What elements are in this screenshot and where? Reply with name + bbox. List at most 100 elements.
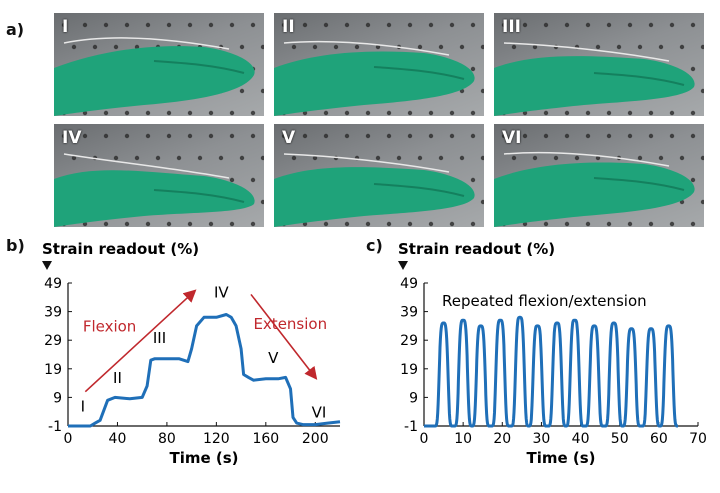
table-hole	[679, 44, 685, 50]
table-hole	[585, 221, 591, 227]
chart-c-xtick-label: 50	[611, 431, 629, 447]
table-hole	[82, 221, 88, 227]
table-hole	[218, 155, 224, 161]
chart-b-ytick-label: 9	[53, 390, 62, 406]
table-hole	[564, 133, 570, 139]
table-hole	[260, 88, 264, 94]
stage-label-IV: IV	[214, 283, 229, 301]
table-hole	[229, 133, 235, 139]
table-hole	[229, 221, 235, 227]
table-hole	[145, 110, 151, 116]
chart-b-xlabel: Time (s)	[169, 449, 238, 467]
table-hole	[124, 133, 130, 139]
strain-series-line	[422, 315, 680, 428]
table-hole	[208, 22, 214, 28]
panel-c-letter: c)	[366, 236, 383, 255]
table-hole	[627, 221, 633, 227]
glove-hand	[274, 51, 475, 116]
chart-c-xtick-label: 40	[572, 431, 590, 447]
table-hole	[700, 155, 704, 161]
table-hole	[250, 22, 256, 28]
table-hole	[690, 177, 696, 183]
glove-hand	[54, 46, 255, 116]
table-hole	[145, 22, 151, 28]
chart-c-xlabel: Time (s)	[526, 449, 595, 467]
glove-hand	[494, 56, 695, 116]
hand-photo-3: III	[494, 13, 704, 116]
fiber-sensor	[503, 42, 670, 62]
table-hole	[71, 44, 77, 50]
finger-crease	[373, 66, 465, 80]
table-hole	[627, 22, 633, 28]
chart-c-xtick-label: 0	[420, 431, 429, 447]
chart-b-ytick-label: 19	[44, 362, 62, 378]
table-hole	[323, 133, 329, 139]
table-hole	[250, 110, 256, 116]
chart-b-xtick-label: 120	[203, 431, 230, 447]
glove-hand	[54, 170, 255, 227]
table-hole	[470, 221, 476, 227]
chart-c-ytick-label: 29	[400, 333, 418, 349]
flexion-label: Flexion	[83, 318, 137, 336]
table-hole	[155, 155, 161, 161]
table-hole	[532, 44, 538, 50]
fiber-sensor	[503, 152, 670, 167]
table-hole	[323, 110, 329, 116]
hand-illustration	[274, 22, 484, 116]
table-hole	[134, 155, 140, 161]
table-hole	[365, 22, 371, 28]
chart-c-xtick-label: 70	[689, 431, 707, 447]
table-hole	[344, 133, 350, 139]
flexion-arrow-icon	[84, 289, 197, 393]
photo-label: III	[502, 17, 521, 37]
table-hole	[532, 155, 538, 161]
table-hole	[648, 133, 654, 139]
stage-label-III: III	[153, 329, 166, 347]
table-hole	[208, 110, 214, 116]
chart-c-ytick-label: -1	[404, 419, 418, 435]
table-hole	[61, 22, 67, 28]
hand-illustration	[54, 133, 264, 227]
table-hole	[543, 22, 549, 28]
table-hole	[134, 44, 140, 50]
table-hole	[208, 133, 214, 139]
table-hole	[480, 88, 484, 94]
stage-label-VI: VI	[312, 403, 327, 421]
table-hole	[595, 155, 601, 161]
table-hole	[375, 44, 381, 50]
table-hole	[522, 110, 528, 116]
table-hole	[658, 155, 664, 161]
table-hole	[606, 221, 612, 227]
table-hole	[103, 133, 109, 139]
table-hole	[302, 133, 308, 139]
table-hole	[648, 110, 654, 116]
chart-c-ytick-label: 9	[409, 390, 418, 406]
finger-crease	[593, 72, 685, 86]
table-hole	[616, 44, 622, 50]
table-hole	[260, 155, 264, 161]
table-hole	[522, 22, 528, 28]
finger-crease	[153, 60, 245, 74]
table-hole	[113, 44, 119, 50]
chart-c-ytick-label: 49	[400, 276, 418, 292]
table-hole	[480, 155, 484, 161]
table-hole	[690, 110, 696, 116]
fiber-sensor	[283, 41, 450, 56]
extension-arrow-icon	[250, 293, 318, 380]
chart-b-ytick-label: -1	[48, 419, 62, 435]
table-hole	[239, 88, 245, 94]
table-hole	[302, 22, 308, 28]
table-hole	[648, 221, 654, 227]
panel-b-letter: b)	[6, 236, 25, 255]
table-hole	[239, 44, 245, 50]
table-hole	[637, 155, 643, 161]
finger-crease	[153, 189, 245, 203]
table-hole	[627, 133, 633, 139]
table-hole	[407, 221, 413, 227]
hand-illustration	[494, 22, 704, 116]
hand-photo-5: V	[274, 124, 484, 227]
table-hole	[417, 44, 423, 50]
chart-c-ylabel: Strain readout (%)	[398, 240, 555, 258]
